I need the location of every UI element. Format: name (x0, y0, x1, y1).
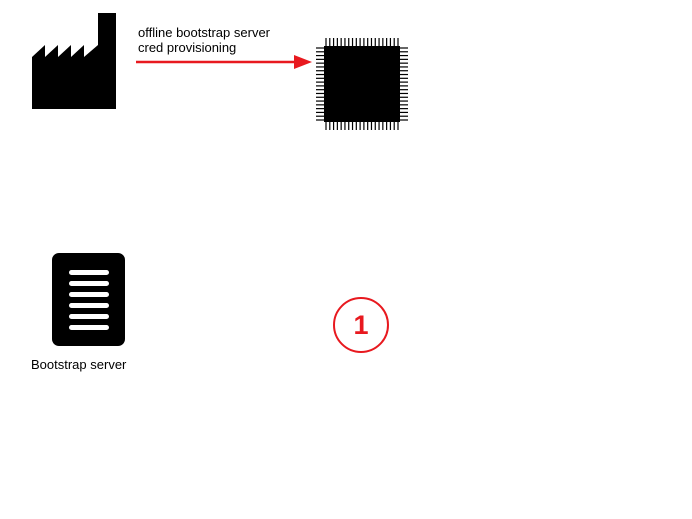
chip-pins (316, 38, 408, 130)
factory-icon (32, 13, 116, 109)
server-label: Bootstrap server (31, 357, 127, 372)
edge-label-line-1: offline bootstrap server (138, 25, 270, 40)
chip-body (324, 46, 400, 122)
edge-label-line-2: cred provisioning (138, 40, 237, 55)
arrowhead-icon (294, 55, 312, 69)
chip-icon (316, 38, 408, 130)
provisioning-arrow (136, 55, 312, 69)
step-number-badge: 1 (333, 297, 389, 353)
server-icon (52, 253, 125, 346)
